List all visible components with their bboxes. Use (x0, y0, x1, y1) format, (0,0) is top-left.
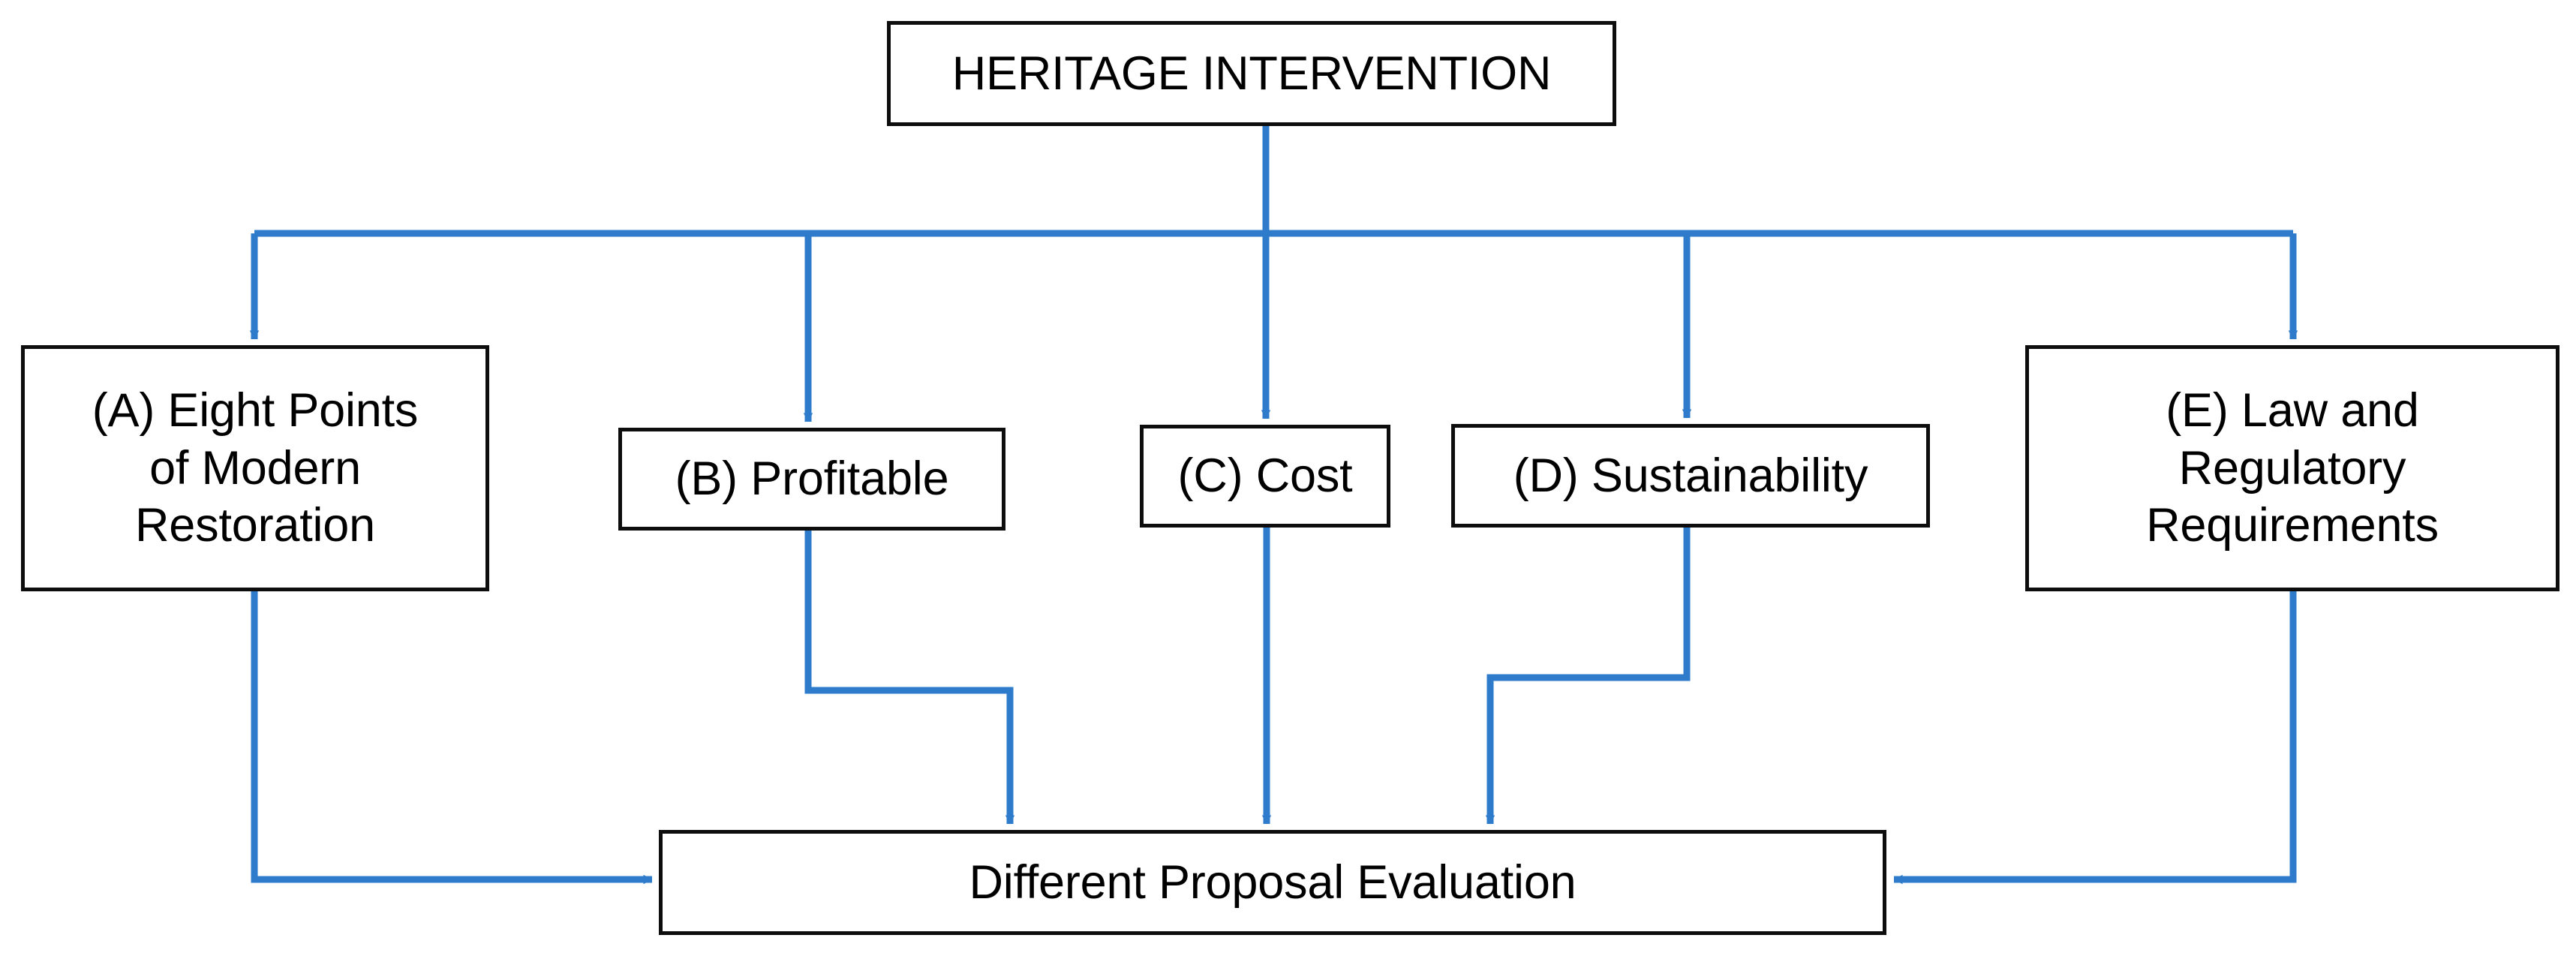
edge-e-to-result (1893, 591, 2297, 885)
node-d-label: (D) Sustainability (1513, 449, 1868, 502)
node-b-profitable[interactable]: (B) Profitable (618, 428, 1005, 531)
node-a-label: (A) Eight Points of Modern Restoration (92, 383, 419, 552)
edge-d-to-result (1485, 528, 1691, 825)
node-b-label: (B) Profitable (675, 452, 949, 506)
node-different-proposal-evaluation-label: Different Proposal Evaluation (969, 855, 1577, 909)
node-c-cost[interactable]: (C) Cost (1140, 425, 1390, 528)
node-e-label: (E) Law and Regulatory Requirements (2146, 383, 2439, 552)
node-different-proposal-evaluation[interactable]: Different Proposal Evaluation (659, 830, 1886, 935)
edge-a-to-result (251, 591, 653, 885)
node-c-label: (C) Cost (1177, 449, 1353, 503)
node-a-eight-points-of-modern-restoration[interactable]: (A) Eight Points of Modern Restoration (21, 345, 489, 591)
node-e-law-and-regulatory-requirements[interactable]: (E) Law and Regulatory Requirements (2025, 345, 2559, 591)
node-heritage-intervention-label: HERITAGE INTERVENTION (951, 47, 1552, 100)
node-d-sustainability[interactable]: (D) Sustainability (1451, 424, 1930, 528)
node-heritage-intervention[interactable]: HERITAGE INTERVENTION (887, 21, 1616, 126)
edge-b-to-result (804, 531, 1015, 825)
